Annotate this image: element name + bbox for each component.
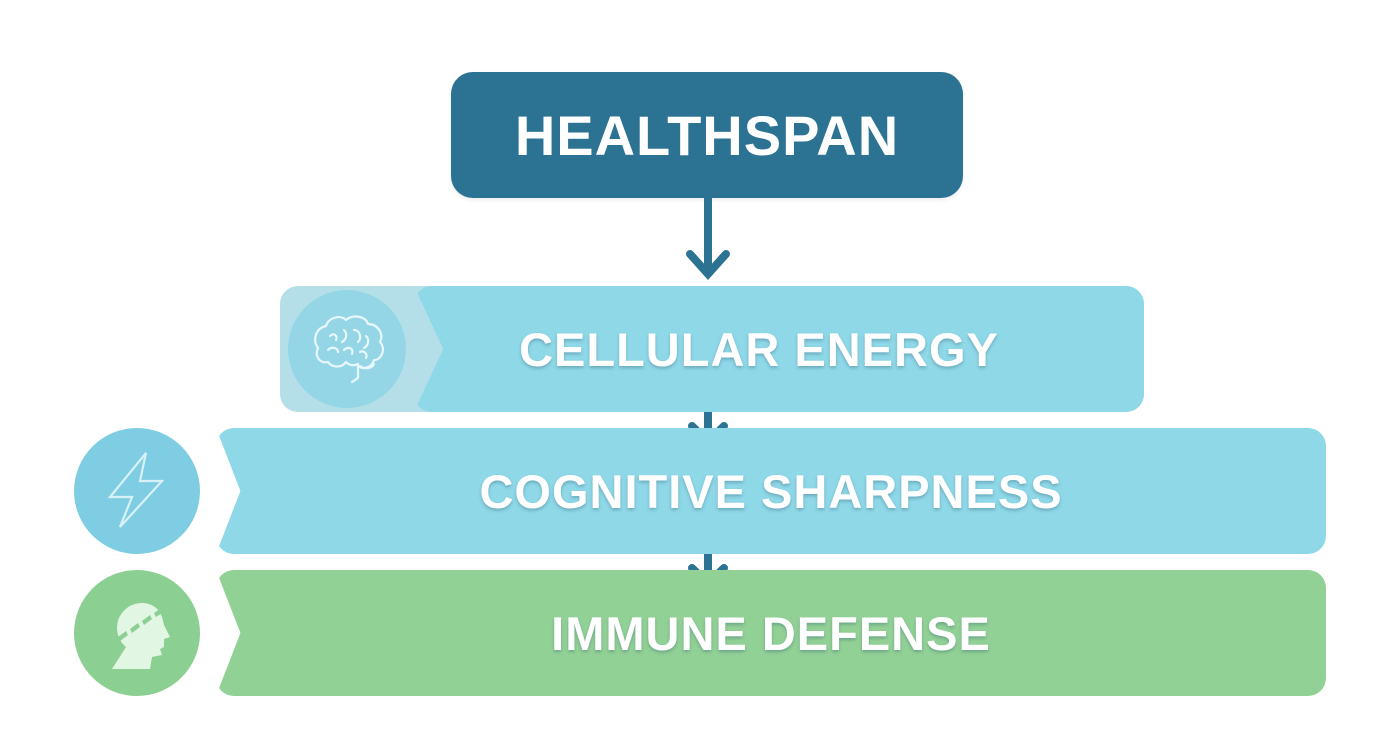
- level-label: IMMUNE DEFENSE: [551, 606, 991, 660]
- lightning-icon-circle: [74, 428, 200, 554]
- level-cellular-energy: CELLULAR ENERGY: [280, 286, 1144, 412]
- diagram-title: HEALTHSPAN: [514, 103, 900, 167]
- lightning-bolt-icon: [107, 452, 165, 528]
- shield-head-icon-circle: [74, 570, 200, 696]
- level-immune-defense: IMMUNE DEFENSE: [216, 570, 1326, 696]
- level-cognitive-sharpness: COGNITIVE SHARPNESS: [216, 428, 1326, 554]
- brain-icon: [314, 315, 384, 384]
- title-box: HEALTHSPAN: [451, 72, 963, 198]
- shielded-head-icon: [112, 602, 170, 669]
- level-cellular-energy-bar: CELLULAR ENERGY: [414, 286, 1144, 412]
- level-label: CELLULAR ENERGY: [519, 322, 999, 376]
- down-arrow-1: [686, 198, 730, 280]
- level-label: COGNITIVE SHARPNESS: [479, 464, 1063, 518]
- brain-icon-circle: [288, 290, 406, 408]
